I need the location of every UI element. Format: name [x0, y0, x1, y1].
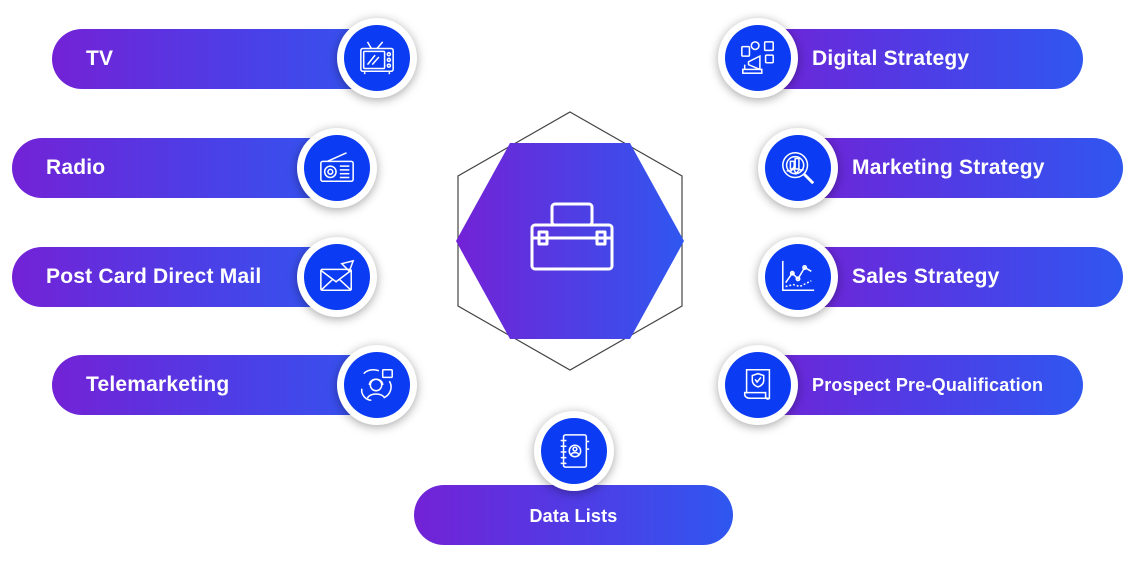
- item-marketing-strategy-label: Marketing Strategy: [852, 156, 1045, 179]
- radio-icon: [320, 152, 354, 183]
- marketing-strategy-circle: [758, 128, 838, 208]
- mail-icon: [320, 259, 355, 292]
- item-prospect-prequalification: Prospect Pre-Qualification: [745, 355, 1083, 415]
- item-data-lists-label: Data Lists: [529, 505, 618, 526]
- digital-strategy-circle: [718, 18, 798, 98]
- toolbox-icon: [530, 202, 614, 271]
- line-chart-icon: [782, 260, 815, 292]
- item-digital-strategy-label: Digital Strategy: [812, 47, 970, 70]
- telemarketing-circle: [337, 345, 417, 425]
- item-radio-label: Radio: [46, 156, 106, 179]
- sales-strategy-circle: [758, 237, 838, 317]
- certificate-icon: [743, 369, 771, 400]
- item-telemarketing: Telemarketing: [52, 355, 392, 415]
- telemarketing-icon: [360, 369, 393, 401]
- tv-icon: [360, 41, 394, 75]
- magnifier-chart-icon: [782, 152, 815, 185]
- digital-strategy-icon: [741, 41, 774, 74]
- item-post-card-label: Post Card Direct Mail: [46, 265, 262, 288]
- data-lists-circle: [534, 411, 614, 491]
- radio-circle: [297, 128, 377, 208]
- item-post-card: Post Card Direct Mail: [12, 247, 352, 307]
- address-book-icon: [560, 434, 590, 468]
- item-data-lists: Data Lists: [414, 485, 733, 545]
- mail-circle: [297, 237, 377, 317]
- item-tv-label: TV: [86, 47, 114, 70]
- item-digital-strategy: Digital Strategy: [745, 29, 1083, 89]
- item-radio: Radio: [12, 138, 352, 198]
- item-marketing-strategy: Marketing Strategy: [785, 138, 1123, 198]
- item-sales-strategy-label: Sales Strategy: [852, 265, 1000, 288]
- prospect-circle: [718, 345, 798, 425]
- center-hexagon: [455, 110, 685, 372]
- item-prospect-prequalification-label: Prospect Pre-Qualification: [812, 374, 1044, 395]
- item-sales-strategy: Sales Strategy: [785, 247, 1123, 307]
- item-telemarketing-label: Telemarketing: [86, 373, 230, 396]
- item-tv: TV: [52, 29, 392, 89]
- tv-circle: [337, 18, 417, 98]
